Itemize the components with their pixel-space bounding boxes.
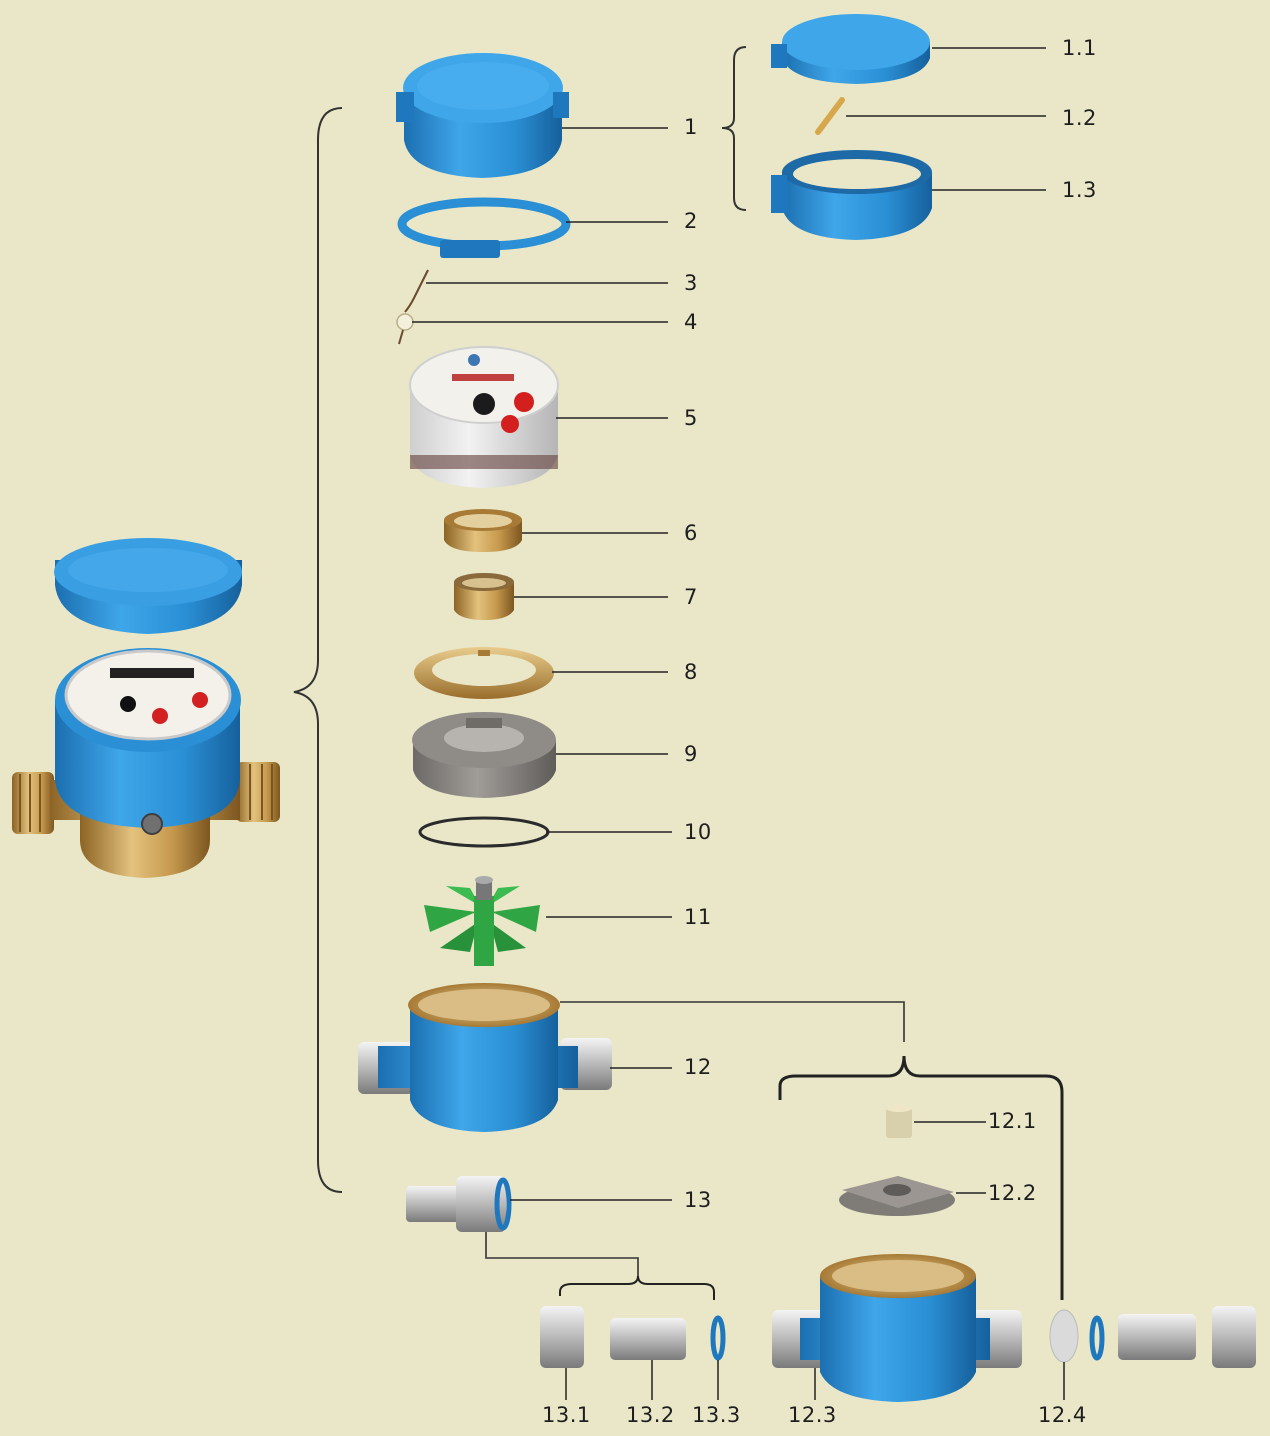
part-1-2-pin: [818, 100, 842, 132]
label-10: 10: [684, 822, 712, 843]
part-8-washer: [414, 647, 554, 699]
label-12-3: 12.3: [788, 1405, 837, 1426]
part-11-impeller: [424, 876, 540, 966]
sub-brace-13: [560, 1276, 714, 1300]
link-12-to-subparts: [560, 1002, 904, 1042]
part-7-bushing: [454, 573, 514, 620]
label-2: 2: [684, 211, 698, 232]
label-5: 5: [684, 408, 698, 429]
label-12-4: 12.4: [1038, 1405, 1087, 1426]
part-1-3-ring: [771, 150, 932, 240]
label-1-3: 1.3: [1062, 180, 1097, 201]
label-8: 8: [684, 662, 698, 683]
label-1-1: 1.1: [1062, 38, 1097, 59]
label-12: 12: [684, 1057, 712, 1078]
part-6-bushing: [444, 509, 522, 552]
label-13-1: 13.1: [542, 1405, 591, 1426]
assembled-meter: [12, 538, 280, 878]
part-12-body: [358, 983, 612, 1132]
part-13-2-tailpiece: [610, 1318, 686, 1360]
label-4: 4: [684, 312, 698, 333]
label-13: 13: [684, 1190, 712, 1211]
nut-right: [1212, 1306, 1256, 1368]
part-12-1-bearing: [886, 1104, 912, 1138]
label-7: 7: [684, 587, 698, 608]
part-4-seal: [397, 314, 413, 344]
label-12-2: 12.2: [988, 1183, 1037, 1204]
gasket-right: [1092, 1318, 1102, 1358]
label-3: 3: [684, 273, 698, 294]
tailpiece-right: [1118, 1314, 1196, 1360]
part-10-oring: [420, 818, 548, 846]
part-2-ring: [402, 202, 566, 258]
part-13-1-nut: [540, 1306, 584, 1368]
part-9-insert: [412, 712, 556, 798]
link-13-to-subparts: [486, 1232, 638, 1276]
label-9: 9: [684, 744, 698, 765]
label-1-2: 1.2: [1062, 108, 1097, 129]
label-13-3: 13.3: [692, 1405, 741, 1426]
part-12-2-strainer: [839, 1176, 955, 1216]
group-brace: [294, 108, 342, 1192]
part-3-wire: [405, 270, 428, 312]
part-13-3-gasket: [713, 1318, 723, 1358]
label-13-2: 13.2: [626, 1405, 675, 1426]
part-12-4-disc: [1050, 1310, 1078, 1362]
label-1: 1: [684, 117, 698, 138]
sub-brace-1: [722, 47, 746, 210]
label-12-1: 12.1: [988, 1111, 1037, 1132]
part-5-register: [410, 347, 558, 488]
part-1-1-cap: [771, 14, 930, 84]
part-13-connector: [406, 1176, 509, 1232]
part-12-3-body: [772, 1254, 1022, 1402]
label-11: 11: [684, 907, 712, 928]
part-1-lid: [396, 53, 569, 178]
label-6: 6: [684, 523, 698, 544]
